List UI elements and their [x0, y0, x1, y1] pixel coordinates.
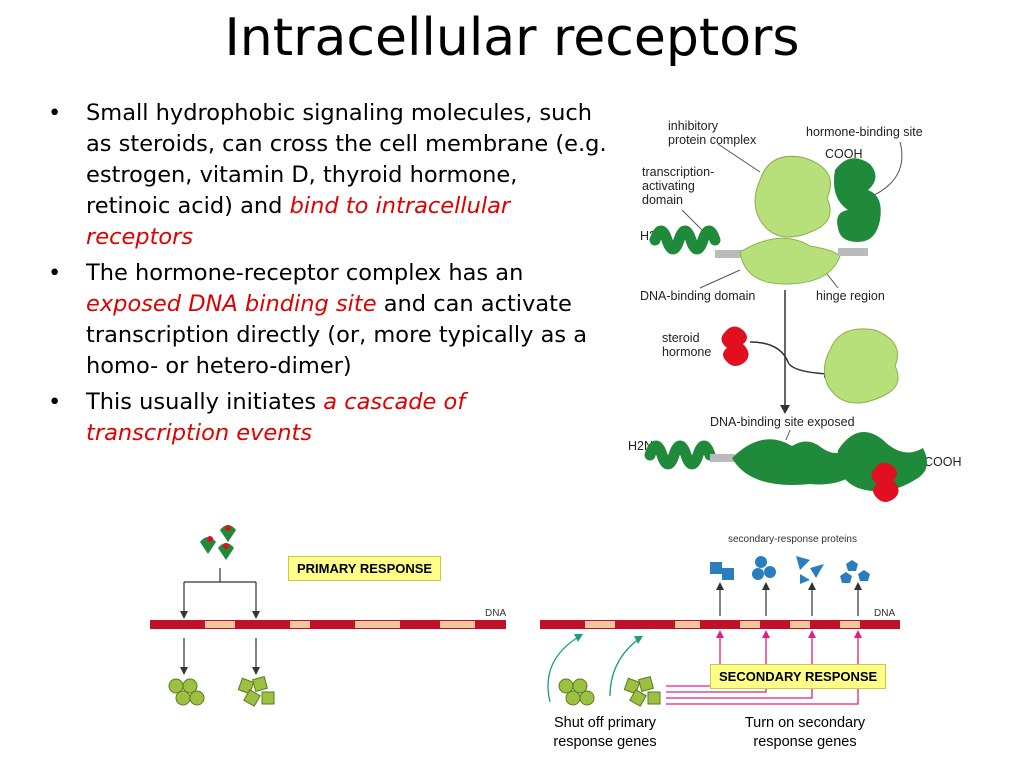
active-hormone-binding-domain — [837, 432, 927, 492]
primary-proteins-right — [558, 676, 661, 707]
dna-strand-left — [150, 620, 506, 629]
primary-arrows-down — [183, 568, 257, 670]
steroid-hormone-shape — [721, 326, 749, 366]
caption-turn-on: Turn on secondary response genes — [744, 715, 866, 750]
bullet-item: • The hormone-receptor complex has an ex… — [48, 258, 608, 382]
label-dna-binding-site-exposed: DNA-binding site exposed — [710, 415, 855, 429]
receptor-active — [644, 432, 927, 502]
bullet-item: • Small hydrophobic signaling molecules,… — [48, 98, 608, 253]
receptor-inactive-complex — [649, 155, 881, 285]
label-cooh-top: COOH — [825, 147, 863, 161]
active-transactivation-domain — [644, 440, 716, 470]
bullet-item: • This usually initiates a cascade of tr… — [48, 387, 608, 449]
bullet-dot: • — [48, 260, 62, 286]
label-hinge-region: hinge region — [816, 289, 885, 303]
bullet-text-after: and can activate transcription directly … — [86, 291, 588, 379]
receptor-dimer-icon — [200, 525, 236, 560]
label-cooh-bottom: COOH — [924, 455, 962, 469]
hormone-binding-domain-shape — [833, 158, 881, 242]
primary-response-label: PRIMARY RESPONSE — [288, 556, 442, 581]
caption-shut-off: Shut off primary response genes — [553, 715, 657, 750]
pointer-lines — [681, 141, 903, 441]
linker — [715, 250, 745, 258]
bullet-highlight: a cascade of transcription events — [86, 389, 466, 446]
bullet-highlight: bind to intracellular receptors — [86, 193, 511, 250]
label-dna-binding-domain: DNA-binding domain — [640, 289, 755, 303]
hinge-region-shape — [838, 248, 868, 256]
exposed-dna-binding-site-shape — [732, 439, 870, 485]
dna-label-right: DNA — [874, 608, 895, 619]
dna-binding-domain-shape — [739, 237, 841, 285]
secondary-response-label: SECONDARY RESPONSE — [710, 664, 887, 689]
released-inhibitory-complex — [824, 328, 899, 404]
bullet-list: • Small hydrophobic signaling molecules,… — [48, 98, 608, 454]
bullet-text: Small hydrophobic signaling molecules, s… — [86, 100, 607, 219]
primary-response-proteins — [168, 676, 275, 707]
page-title: Intracellular receptors — [224, 8, 800, 68]
bound-steroid-hormone — [871, 462, 899, 502]
dna-label-left: DNA — [485, 608, 506, 619]
secondary-proteins-label: secondary-response proteins — [728, 534, 857, 545]
bullet-dot: • — [48, 389, 62, 415]
bullet-text: This usually initiates — [86, 389, 324, 415]
curve-arrow — [749, 341, 829, 375]
bullet-text: The hormone-receptor complex has an — [86, 260, 524, 286]
transactivation-domain — [649, 225, 721, 255]
secondary-arrows-up — [719, 586, 859, 616]
response-diagram: DNA DNA secondary-r — [150, 525, 900, 707]
label-hormone-binding-site: hormone-binding site — [806, 125, 923, 139]
secondary-response-proteins — [710, 556, 870, 584]
shutoff-arrows — [547, 635, 641, 703]
inhibitory-protein-complex-shape — [754, 155, 831, 238]
dna-strand-right — [540, 620, 900, 629]
bullet-highlight: exposed DNA binding site — [86, 291, 377, 317]
bullet-dot: • — [48, 100, 62, 126]
